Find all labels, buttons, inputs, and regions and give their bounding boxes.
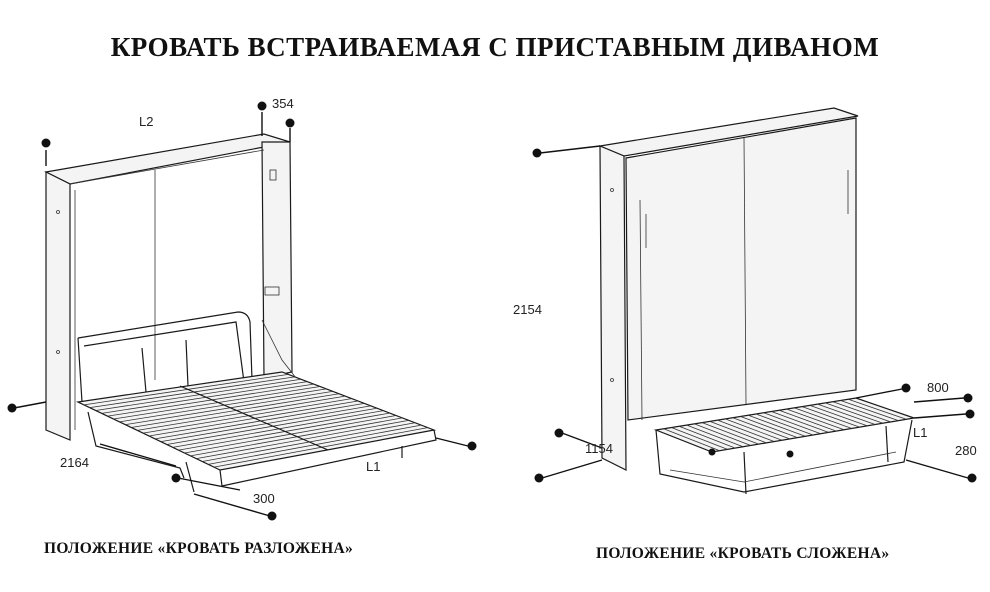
sofa-slat: [832, 401, 891, 423]
sofa-slat: [694, 423, 751, 446]
left-dimension-leaders: [7, 101, 477, 521]
sofa-slat: [740, 416, 798, 438]
dim-l1-label: L1: [366, 459, 380, 474]
left-bed-slats: [75, 371, 437, 493]
page-title: КРОВАТЬ ВСТРАИВАЕМАЯ С ПРИСТАВНЫМ ДИВАНО…: [110, 32, 880, 62]
sofa-slat: [771, 411, 829, 433]
sofa-slat: [725, 418, 783, 441]
dim-right-depth-label: 1154: [585, 441, 613, 456]
sofa-slat: [786, 408, 845, 431]
sofa-slat: [840, 400, 899, 421]
sofa-slat: [778, 409, 837, 432]
dim-sofa-height-label: 280: [955, 443, 977, 458]
caption-folded: ПОЛОЖЕНИЕ «КРОВАТЬ СЛОЖЕНА»: [596, 545, 890, 562]
sofa-slat: [686, 424, 744, 448]
bed-slat: [154, 403, 365, 440]
bed-slat: [83, 374, 289, 406]
caption-unfolded: ПОЛОЖЕНИЕ «КРОВАТЬ РАЗЛОЖЕНА»: [44, 540, 354, 557]
dim-l2-label: L2: [139, 114, 153, 129]
sofa-slat: [702, 422, 759, 445]
dim-right-l1-label: L1: [913, 425, 927, 440]
bed-slat: [131, 393, 340, 428]
sofa-slat: [794, 407, 852, 429]
bed-slat: [95, 378, 302, 411]
sofa-slat: [825, 402, 884, 424]
bed-slat: [119, 388, 327, 423]
bed-slat: [137, 395, 346, 431]
bed-slat: [107, 383, 314, 417]
sofa-slat: [709, 421, 767, 444]
sofa-slat: [663, 428, 720, 452]
sofa-slat: [732, 417, 790, 440]
dim-sofa-width-label: 800: [927, 380, 949, 395]
dim-length-label: 2164: [60, 455, 89, 470]
bed-slat: [89, 376, 295, 409]
sofa-slat: [755, 413, 814, 436]
sofa-slat: [809, 405, 868, 427]
bed-slat: [113, 386, 321, 420]
sofa-slat: [848, 398, 907, 420]
sofa-slat: [678, 425, 736, 449]
sofa-slat: [817, 403, 876, 425]
right-sofa-base: [653, 397, 915, 495]
right-dimension-leaders: [532, 145, 977, 483]
dim-height-label: 2154: [513, 302, 542, 317]
bed-slat: [160, 405, 371, 443]
left-headboard-frame: [77, 311, 297, 403]
sofa-slat: [717, 419, 775, 442]
sofa-slat: [802, 406, 860, 428]
right-cabinet: [597, 107, 859, 471]
left-cabinet: [44, 133, 293, 441]
sofa-slat: [671, 427, 728, 450]
dim-leg-label: 300: [253, 491, 275, 506]
bed-slat: [101, 381, 308, 414]
bed-slat: [125, 390, 333, 426]
bed-slat: [148, 400, 359, 437]
bed-slat: [143, 398, 352, 434]
sofa-slat: [748, 414, 806, 437]
sofa-slat: [763, 412, 821, 435]
dim-depth-label: 354: [272, 96, 294, 111]
